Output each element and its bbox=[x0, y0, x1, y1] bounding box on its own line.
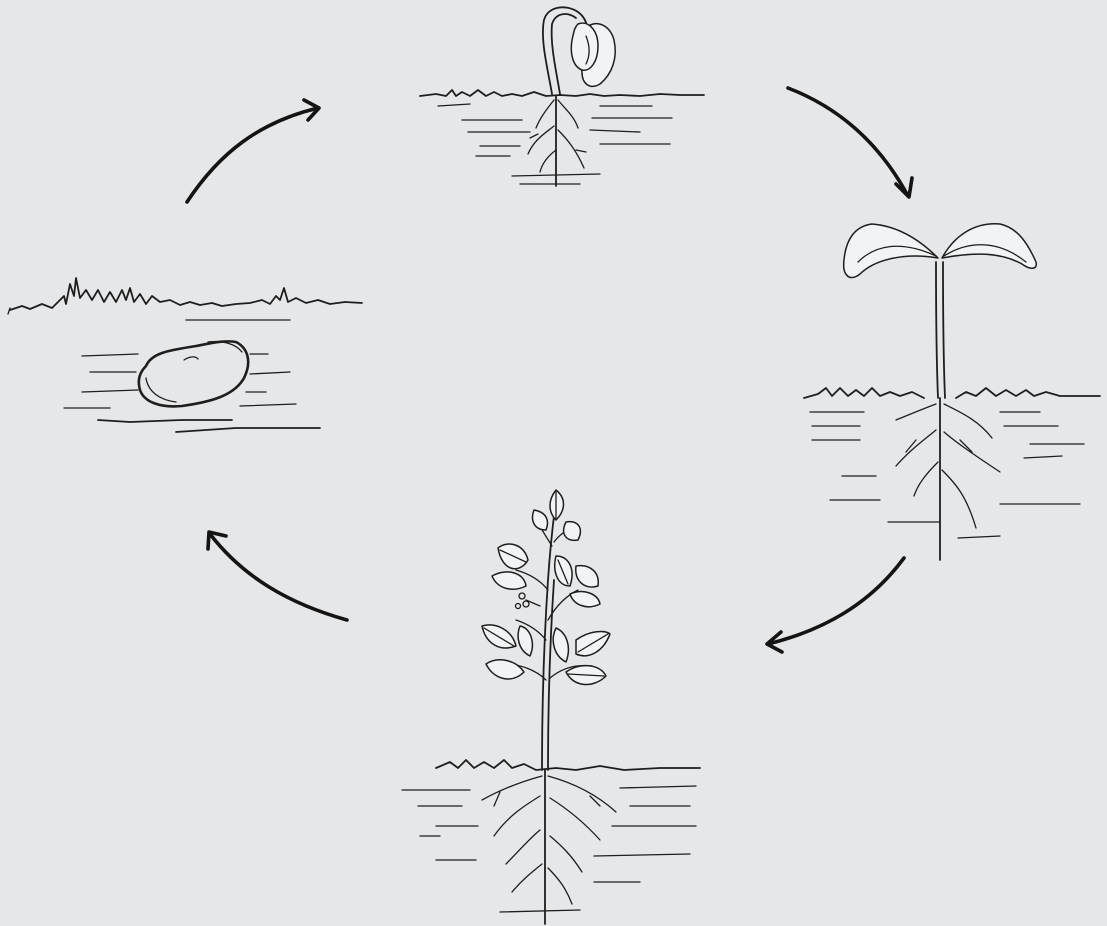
bean-seed-in-soil-icon bbox=[8, 278, 362, 432]
sprouting-seedling-icon bbox=[420, 7, 704, 186]
mature-bean-plant-icon bbox=[402, 490, 700, 924]
arrow-seedling-to-mature-plant bbox=[767, 558, 904, 652]
seedling-with-cotyledons-icon bbox=[804, 224, 1100, 560]
arrow-seed-to-germination bbox=[187, 100, 319, 202]
arrow-germination-to-seedling bbox=[788, 88, 912, 197]
arrow-mature-plant-to-seed bbox=[208, 532, 347, 620]
